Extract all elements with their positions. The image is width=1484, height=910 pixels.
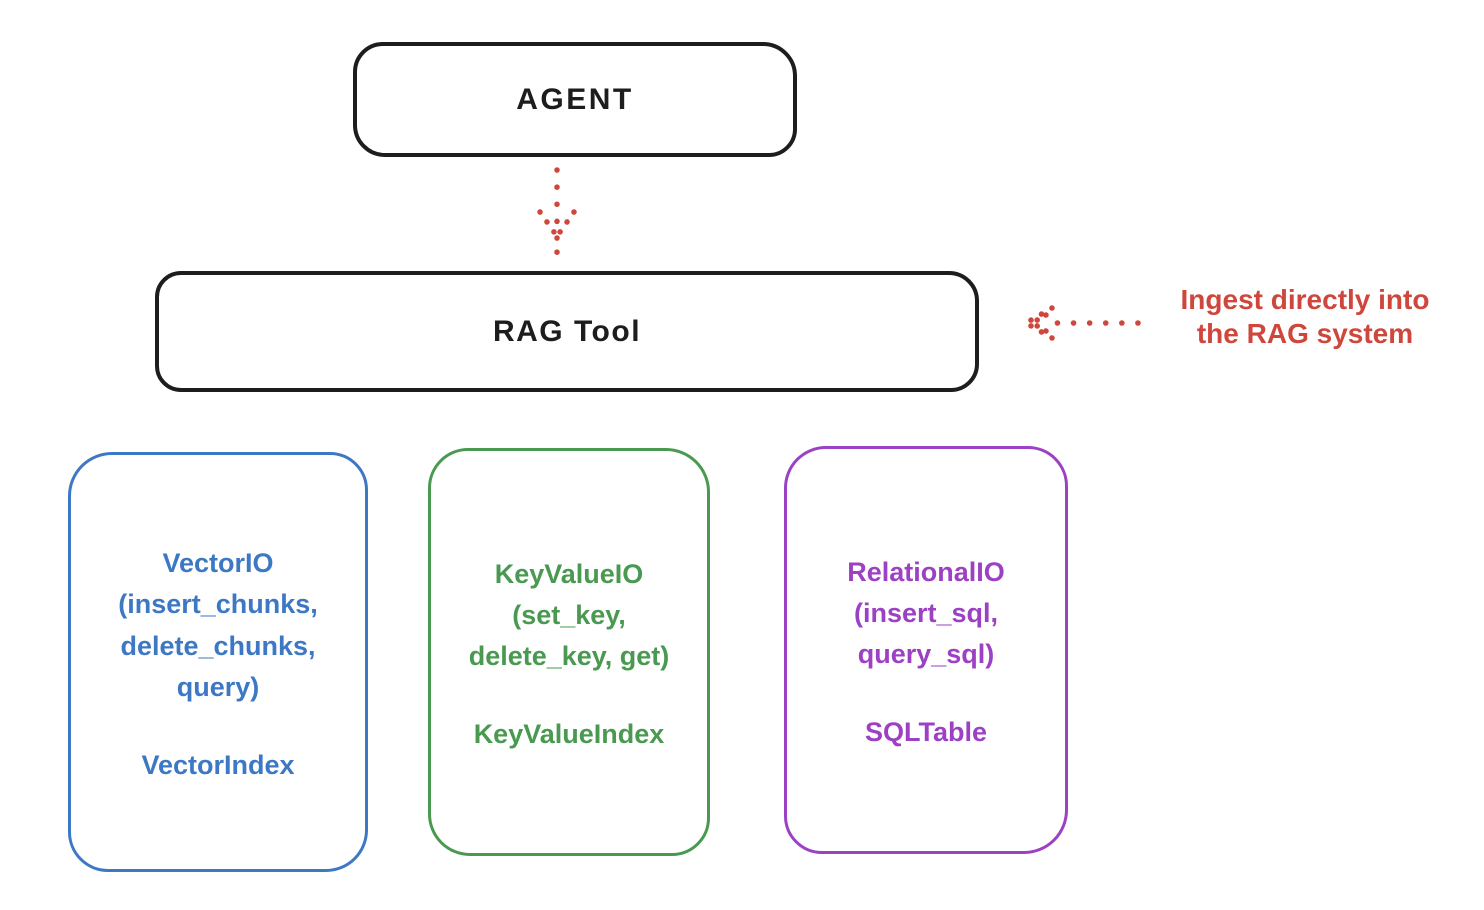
agent-box-label: AGENT (516, 82, 634, 116)
annotation-line2: the RAG system (1196, 318, 1414, 350)
left-dotted-arrow-icon (1023, 305, 1141, 341)
rag-tool-box: RAG Tool (155, 271, 979, 392)
vector-io-box: VectorIO (insert_chunks, delete_chunks, … (68, 452, 368, 872)
sql-table-label: SQLTable (864, 717, 987, 748)
relational-io-body: RelationalIO (insert_sql, query_sql) (847, 556, 1005, 670)
annotation-line1: Ingest directly into (1180, 284, 1430, 315)
annotation-text: Ingest directly into the RAG system (1138, 283, 1472, 351)
rag-tool-box-label: RAG Tool (492, 314, 642, 348)
relational-io-box: RelationalIO (insert_sql, query_sql) SQL… (784, 446, 1068, 854)
keyvalue-io-box: KeyValueIO (set_key, delete_key, get) Ke… (428, 448, 710, 856)
keyvalue-index-label: KeyValueIndex (473, 719, 665, 750)
down-dotted-arrow-icon (537, 167, 577, 259)
vector-io-body: VectorIO (insert_chunks, delete_chunks, … (118, 548, 318, 702)
vector-index-label: VectorIndex (141, 749, 295, 780)
keyvalue-io-body: KeyValueIO (set_key, delete_key, get) (468, 558, 670, 672)
agent-box: AGENT (353, 42, 797, 157)
